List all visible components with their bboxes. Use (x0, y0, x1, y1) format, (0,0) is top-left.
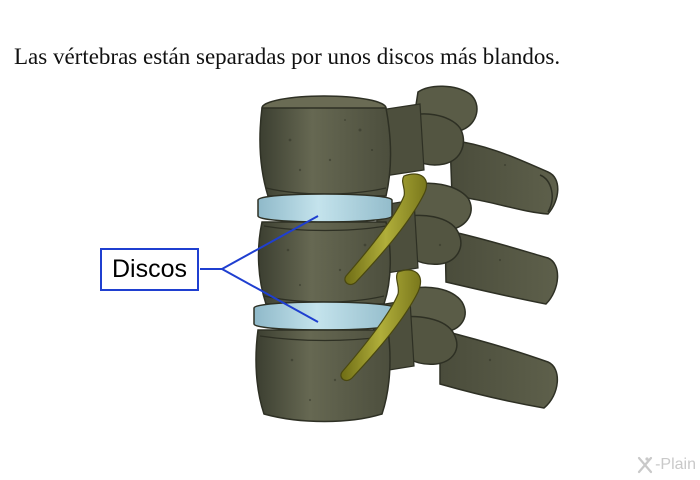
x-plain-logo-icon (637, 456, 653, 474)
nerve-root-upper (344, 173, 428, 286)
label-leader-lines (200, 215, 319, 323)
vertebra-top (259, 95, 392, 197)
disc-upper (257, 193, 393, 223)
bone-texture (286, 119, 507, 402)
discos-label-text: Discos (111, 255, 187, 283)
discos-label: Discos (100, 248, 199, 291)
spinous-process-middle (444, 229, 559, 305)
spinous-process-bottom (439, 329, 558, 409)
nerve-root-lower (340, 269, 422, 382)
watermark-text: -Plain (655, 456, 696, 473)
caption: Las vértebras están separadas por unos d… (14, 44, 561, 69)
spinous-process-top (449, 139, 559, 215)
x-plain-watermark: -Plain (637, 456, 696, 474)
disc-lower (253, 301, 395, 331)
vertebra-bottom (255, 329, 391, 423)
